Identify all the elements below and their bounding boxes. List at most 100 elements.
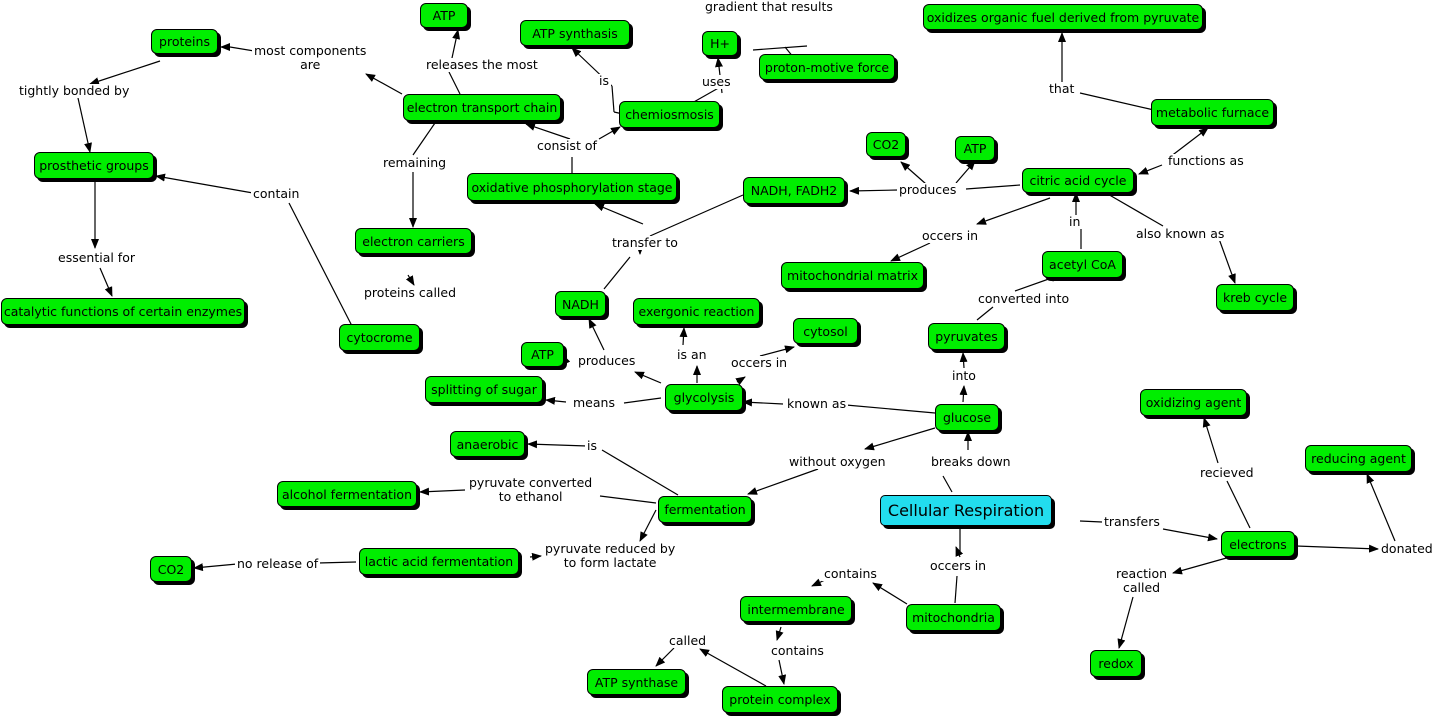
link-reaction-called-line2: called bbox=[1122, 580, 1161, 595]
connector-line bbox=[448, 71, 461, 95]
connector-line bbox=[752, 45, 808, 51]
node-citric-acid-cycle[interactable]: citric acid cycle bbox=[1022, 168, 1134, 193]
node-mitochondria[interactable]: mitochondria bbox=[906, 604, 1001, 631]
node-prosthetic-groups[interactable]: prosthetic groups bbox=[34, 152, 154, 179]
link-pyruvate-reduced-line1: pyruvate reduced by bbox=[545, 541, 676, 556]
connector-arrow bbox=[864, 427, 936, 451]
node-intermembrane[interactable]: intermembrane bbox=[740, 596, 852, 622]
node-chemiosmosis[interactable]: chemiosmosis bbox=[619, 101, 720, 128]
link-pyruvate-converted-line2: to ethanol bbox=[498, 489, 563, 504]
connector-arrow bbox=[849, 186, 899, 195]
node-redox[interactable]: redox bbox=[1090, 650, 1142, 677]
connector-line bbox=[976, 306, 994, 321]
link-occers-in-cytosol: occers in bbox=[729, 355, 790, 370]
link-called: called bbox=[667, 633, 709, 648]
link-no-release-of: no release of bbox=[235, 556, 321, 571]
node-mitochondrial-matrix[interactable]: mitochondrial matrix bbox=[781, 262, 924, 289]
connector-arrow bbox=[775, 626, 784, 641]
node-alcohol-fermentation[interactable]: alcohol fermentation bbox=[277, 481, 417, 507]
connector-arrow bbox=[900, 161, 927, 185]
connector-line bbox=[1079, 92, 1155, 111]
link-produces-glycolysis: produces bbox=[576, 353, 638, 368]
connector-arrow bbox=[959, 352, 968, 369]
connector-arrow bbox=[155, 173, 254, 194]
node-glycolysis[interactable]: glycolysis bbox=[665, 384, 743, 411]
connector-arrow bbox=[699, 648, 767, 687]
link-occers-in-matrix: occers in bbox=[920, 228, 981, 243]
node-nadh[interactable]: NADH bbox=[555, 291, 606, 317]
link-transfer-to: transfer to bbox=[610, 235, 680, 250]
node-kreb-cycle[interactable]: kreb cycle bbox=[1216, 284, 1294, 311]
connector-arrow bbox=[735, 376, 746, 386]
node-oxidative-phosphorylation-stage[interactable]: oxidative phosphorylation stage bbox=[467, 173, 677, 201]
connector-arrow bbox=[1366, 473, 1396, 542]
connector-arrow bbox=[872, 582, 908, 605]
node-proteins[interactable]: proteins bbox=[151, 29, 218, 54]
connector-arrow bbox=[545, 396, 567, 405]
node-fermentation[interactable]: fermentation bbox=[658, 496, 752, 523]
link-contains-intermembrane: contains bbox=[822, 566, 879, 581]
node-electron-carriers[interactable]: electron carriers bbox=[355, 228, 472, 254]
connector-arrow bbox=[976, 197, 1051, 225]
node-cellular-respiration[interactable]: Cellular Respiration bbox=[880, 495, 1052, 526]
node-oxidizes-organic-fuel[interactable]: oxidizes organic fuel derived from pyruv… bbox=[923, 4, 1203, 30]
link-functions-as: functions as bbox=[1166, 153, 1246, 168]
connector-arrow bbox=[1217, 235, 1236, 284]
link-essential-for: essential for bbox=[56, 250, 137, 265]
node-lactic-acid-fermentation[interactable]: lactic acid fermentation bbox=[359, 548, 519, 575]
link-that: that bbox=[1047, 81, 1077, 96]
connector-arrow bbox=[655, 647, 675, 667]
link-pyruvate-reduced: pyruvate reduced by to form lactate bbox=[543, 541, 678, 570]
connector-arrow bbox=[99, 267, 113, 297]
node-co2-bottom[interactable]: CO2 bbox=[150, 556, 192, 582]
connector-line bbox=[649, 194, 744, 237]
connector-line bbox=[1079, 520, 1103, 523]
node-atp-synthase[interactable]: ATP synthase bbox=[587, 669, 686, 695]
connector-arrow bbox=[1169, 127, 1209, 158]
node-atp-synthasis[interactable]: ATP synthasis bbox=[520, 20, 630, 46]
connector-arrow bbox=[634, 371, 662, 384]
node-splitting-of-sugar[interactable]: splitting of sugar bbox=[425, 376, 543, 403]
node-metabolic-furnace[interactable]: metabolic furnace bbox=[1151, 99, 1274, 126]
connector-arrow bbox=[525, 123, 571, 140]
node-h-plus[interactable]: H+ bbox=[702, 31, 738, 56]
link-is-an: is an bbox=[675, 347, 709, 362]
link-without-oxygen: without oxygen bbox=[787, 454, 888, 469]
connector-arrow bbox=[405, 274, 415, 286]
connector-line bbox=[317, 561, 357, 564]
link-contain: contain bbox=[251, 186, 302, 201]
node-electrons[interactable]: electrons bbox=[1221, 531, 1295, 557]
link-recieved: recieved bbox=[1198, 465, 1256, 480]
connector-arrow bbox=[89, 60, 161, 85]
connector-arrow bbox=[890, 242, 931, 262]
node-cytocrome[interactable]: cytocrome bbox=[339, 324, 420, 351]
link-most-components-are: most components are bbox=[252, 43, 369, 72]
node-oxidizing-agent[interactable]: oxidizing agent bbox=[1140, 389, 1247, 416]
node-electron-transport-chain[interactable]: electron transport chain bbox=[403, 94, 561, 121]
node-nadh-fadh2[interactable]: NADH, FADH2 bbox=[743, 177, 845, 204]
connector-arrow bbox=[1202, 417, 1219, 464]
link-into: into bbox=[950, 368, 978, 383]
node-catalytic-functions[interactable]: catalytic functions of certain enzymes bbox=[1, 298, 245, 325]
node-exergonic-reaction[interactable]: exergonic reaction bbox=[633, 298, 760, 325]
node-atp-mid[interactable]: ATP bbox=[955, 136, 995, 161]
node-pyruvates[interactable]: pyruvates bbox=[928, 323, 1005, 350]
link-most-components-line1: most components bbox=[254, 43, 367, 58]
node-proton-motive-force[interactable]: proton-motive force bbox=[759, 54, 895, 80]
node-co2-top[interactable]: CO2 bbox=[866, 132, 906, 157]
connector-line bbox=[623, 397, 662, 404]
link-reaction-called-line1: reaction bbox=[1116, 566, 1168, 581]
node-anaerobic[interactable]: anaerobic bbox=[450, 431, 525, 457]
node-protein-complex[interactable]: protein complex bbox=[722, 686, 838, 713]
connector-arrow bbox=[527, 440, 588, 449]
link-consist-of: consist of bbox=[535, 138, 599, 153]
connector-arrow bbox=[1138, 164, 1163, 175]
node-glucose[interactable]: glucose bbox=[935, 404, 999, 431]
node-atp-top[interactable]: ATP bbox=[420, 3, 468, 28]
node-atp-low[interactable]: ATP bbox=[521, 342, 564, 367]
node-acetyl-coa[interactable]: acetyl CoA bbox=[1042, 251, 1123, 278]
node-reducing-agent[interactable]: reducing agent bbox=[1305, 445, 1412, 472]
connector-line bbox=[611, 85, 615, 113]
connector-arrow bbox=[639, 509, 657, 542]
node-cytosol[interactable]: cytosol bbox=[793, 318, 858, 344]
